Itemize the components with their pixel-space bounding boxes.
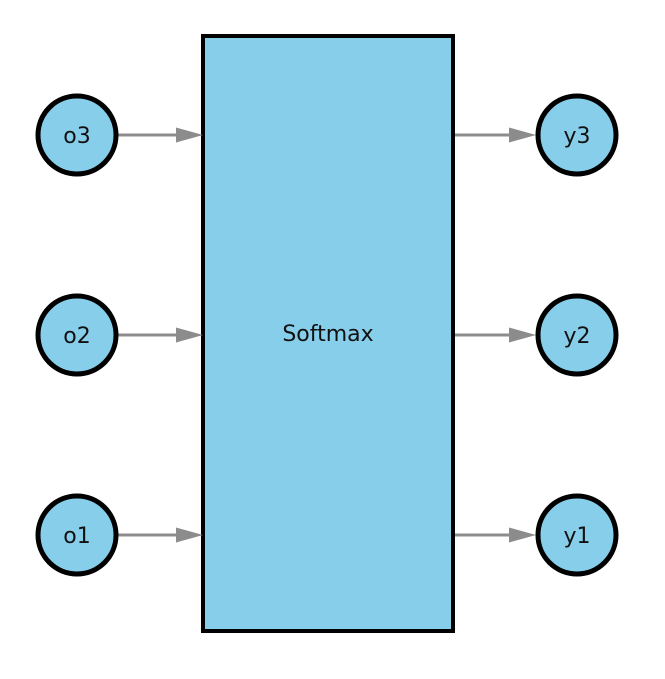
arrow-head xyxy=(509,527,536,543)
arrow-head xyxy=(176,127,203,143)
arrow-head xyxy=(509,127,536,143)
output-node-y1: y1 xyxy=(535,493,619,577)
node-circle xyxy=(35,293,119,377)
arrow-head xyxy=(176,327,203,343)
input-node-o3: o3 xyxy=(35,93,119,177)
node-label: o2 xyxy=(63,324,90,349)
arrow-o3-to-box xyxy=(118,127,203,143)
softmax-box: Softmax xyxy=(201,34,455,633)
arrow-box-to-y3 xyxy=(455,127,536,143)
arrow-o1-to-box xyxy=(118,527,203,543)
input-node-o1: o1 xyxy=(35,493,119,577)
node-circle xyxy=(35,493,119,577)
node-label: y3 xyxy=(563,124,590,149)
arrow-box-to-y2 xyxy=(455,327,536,343)
node-circle xyxy=(535,493,619,577)
output-node-y3: y3 xyxy=(535,93,619,177)
output-node-y2: y2 xyxy=(535,293,619,377)
arrow-head xyxy=(509,327,536,343)
softmax-box-label: Softmax xyxy=(282,322,373,347)
node-label: y1 xyxy=(563,524,590,549)
arrow-head xyxy=(176,527,203,543)
softmax-box-shape xyxy=(201,34,455,633)
arrow-o2-to-box xyxy=(118,327,203,343)
node-label: o1 xyxy=(63,524,90,549)
node-circle xyxy=(535,293,619,377)
arrow-box-to-y1 xyxy=(455,527,536,543)
node-label: o3 xyxy=(63,124,90,149)
node-circle xyxy=(535,93,619,177)
input-node-o2: o2 xyxy=(35,293,119,377)
node-circle xyxy=(35,93,119,177)
node-label: y2 xyxy=(563,324,590,349)
